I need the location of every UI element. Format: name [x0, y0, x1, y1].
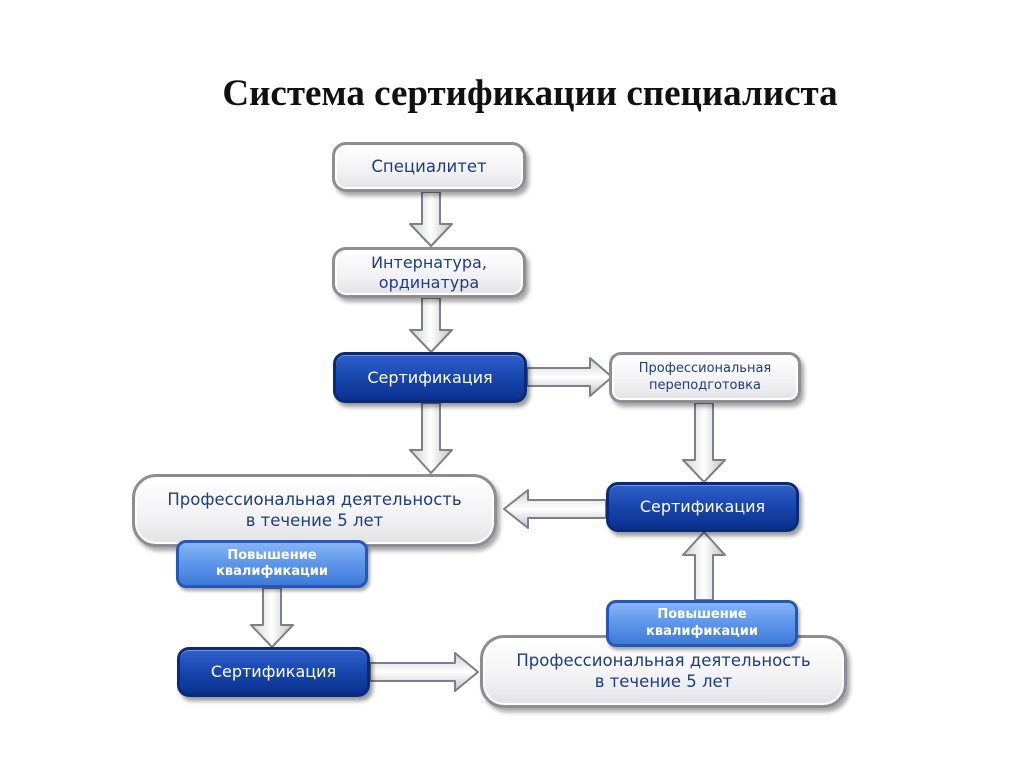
node-internatura-line1: Интернатура,: [371, 252, 487, 272]
node-certification-right-label: Сертификация: [639, 497, 766, 516]
node-qualification-left-line2: квалификации: [216, 564, 328, 579]
node-qualification-right: Повышение квалификации: [606, 600, 798, 647]
node-certification-1-label: Сертификация: [367, 367, 493, 387]
node-qualification-left: Повышение квалификации: [176, 540, 368, 588]
node-certification-bottom: Сертификация: [177, 647, 370, 697]
node-retraining-line2: переподготовка: [649, 377, 761, 393]
node-certification-1: Сертификация: [333, 352, 527, 403]
page-title: Система сертификации специалиста: [222, 73, 838, 114]
arrow-down-2: [409, 297, 453, 353]
node-activity-left-line1: Профессиональная деятельность: [167, 489, 462, 509]
node-certification-right: Сертификация: [606, 482, 799, 532]
arrow-right-2: [369, 652, 479, 692]
arrow-down-3: [409, 402, 453, 474]
arrow-left-1: [503, 489, 607, 529]
node-retraining: Профессиональная переподготовка: [609, 352, 801, 403]
node-activity-right-line1: Профессиональная деятельность: [516, 650, 811, 670]
node-internatura: Интернатура, ординатура: [332, 247, 526, 298]
node-internatura-line2: ординатура: [378, 272, 480, 292]
node-qualification-right-line2: квалификации: [646, 623, 758, 639]
arrow-down-5: [250, 587, 294, 648]
node-certification-bottom-label: Сертификация: [210, 662, 337, 681]
node-qualification-right-line1: Повышение: [657, 607, 747, 623]
node-retraining-line1: Профессиональная: [638, 361, 772, 377]
arrow-right-1: [526, 357, 613, 397]
node-specialitet-label: Специалитет: [371, 156, 487, 176]
node-specialitet: Специалитет: [332, 142, 526, 192]
arrow-down-1: [409, 191, 453, 247]
node-activity-left-line2: в течение 5 лет: [245, 510, 384, 530]
arrow-up-1: [682, 531, 726, 601]
node-activity-left: Профессиональная деятельность в течение …: [132, 474, 497, 547]
node-qualification-left-line1: Повышение: [227, 547, 317, 563]
node-activity-right-line2: в течение 5 лет: [594, 671, 733, 691]
arrow-down-4: [682, 402, 726, 483]
